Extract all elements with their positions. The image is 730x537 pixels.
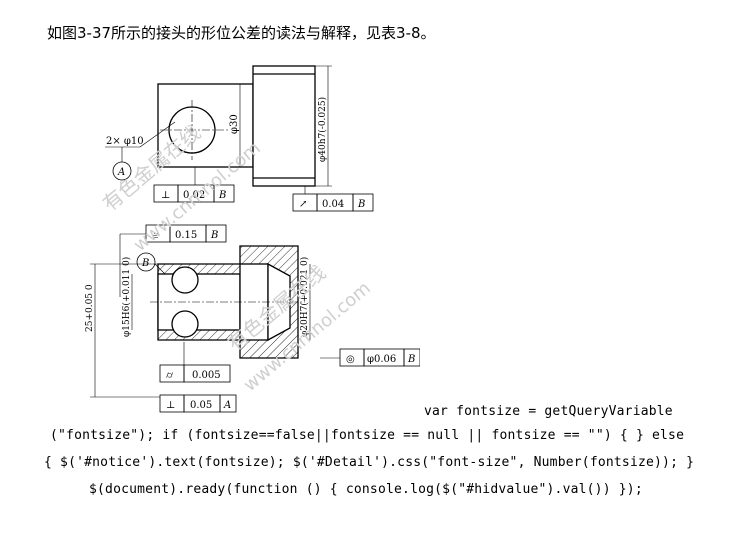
top-perp-datum: B <box>218 190 226 201</box>
page-heading: 如图3-37所示的接头的形位公差的读法与解释，见表3-8。 <box>47 24 436 42</box>
cyl-value: 0.005 <box>192 370 221 381</box>
runout-symbol: ↗ <box>299 199 307 210</box>
runout-value: 0.04 <box>322 199 344 210</box>
bottom-perp-symbol: ⊥ <box>166 400 175 411</box>
datum-b-label: B <box>141 258 149 269</box>
datum-a-label: A <box>117 167 125 178</box>
dim-bore: φ15H6(+0.011 0) <box>121 257 132 337</box>
sym-value: 0.15 <box>175 230 197 241</box>
code-line-3: { $('#notice').text(fontsize); $('#Detai… <box>44 455 695 470</box>
runout-datum: B <box>357 199 365 210</box>
section-view <box>150 245 305 359</box>
sym-datum: B <box>210 230 218 241</box>
code-line-4: $(document).ready(function () { console.… <box>89 482 643 497</box>
watermarks: 有色金属在线 www.cnmnol.com 有色金属在线 www.cnmnol.… <box>98 120 375 396</box>
dim-outer-bore: φ20H7(+0.021 0) <box>299 257 310 337</box>
bottom-perp-value: 0.05 <box>190 400 212 411</box>
conc-datum: B <box>407 354 415 365</box>
dim-length: 25+0.05 0 <box>85 284 95 332</box>
section-text: ⌯ 0.15 B B 25+0.05 0 φ15H6(+0.011 0) φ20… <box>85 230 415 411</box>
top-view-text: 2× φ10 A φ30 φ40h7(-0.025) ⊥ 0.02 B ↗ 0.… <box>106 97 365 210</box>
bottom-perp-datum: A <box>223 400 231 411</box>
conc-symbol: ◎ <box>346 354 355 365</box>
conc-value: φ0.06 <box>367 354 396 365</box>
sym-symbol: ⌯ <box>152 230 160 241</box>
code-line-1: var fontsize = getQueryVariable <box>424 404 673 419</box>
top-perp-symbol: ⊥ <box>161 190 170 201</box>
dim-outer: φ40h7(-0.025) <box>317 97 328 162</box>
code-line-2: ("fontsize"); if (fontsize==false||fonts… <box>50 428 685 443</box>
dim-inner: φ30 <box>229 114 240 134</box>
top-view <box>105 65 374 212</box>
technical-drawing: 2× φ10 A φ30 φ40h7(-0.025) ⊥ 0.02 B ↗ 0.… <box>85 65 420 413</box>
cyl-symbol: ⌭ <box>166 370 174 381</box>
section-dims <box>90 224 420 413</box>
hole-note: 2× φ10 <box>106 136 144 147</box>
top-perp-value: 0.02 <box>183 190 205 201</box>
